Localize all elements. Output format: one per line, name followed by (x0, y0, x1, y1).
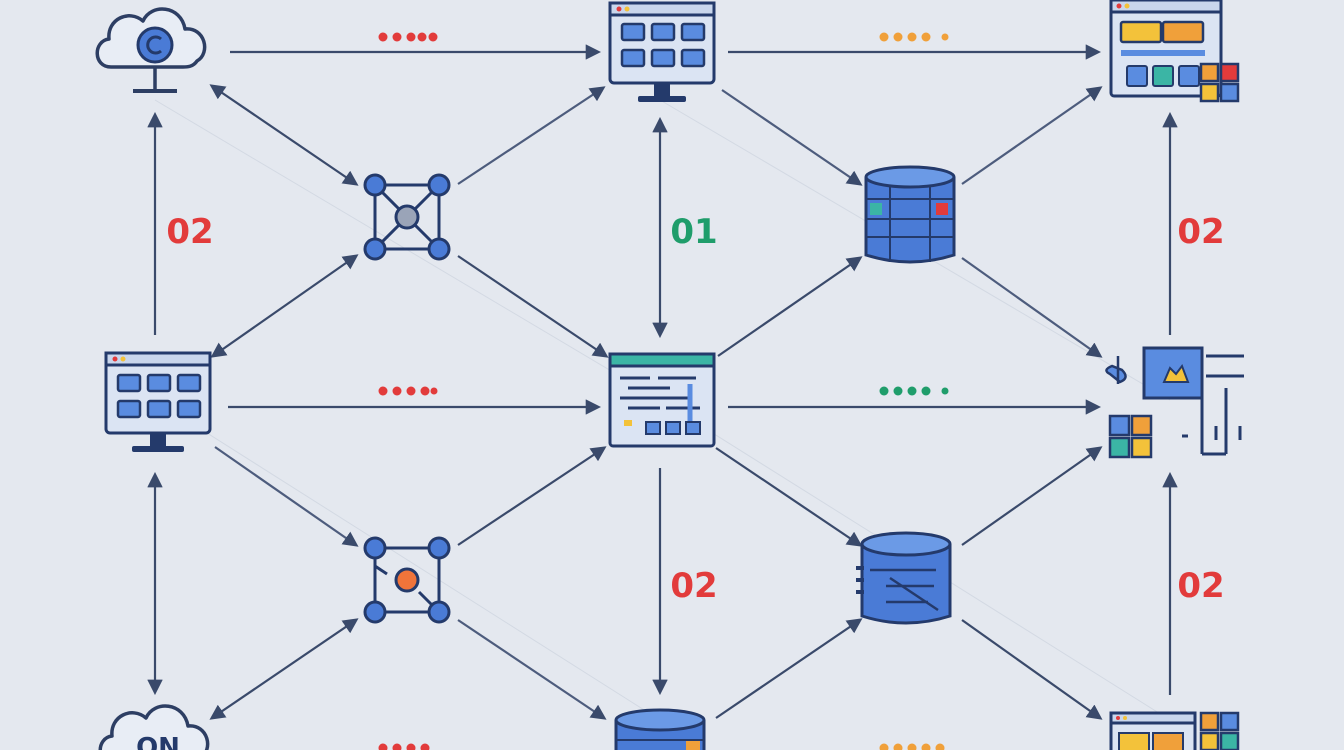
edge-network2-window (457, 446, 607, 546)
database-cylinder-icon (856, 531, 952, 625)
edge-label-right-lower: 02 (1177, 566, 1224, 606)
monitor-grid-icon (608, 1, 716, 102)
edge-network-monitor (457, 86, 606, 185)
edge-window-db2 (715, 447, 863, 547)
database-table-icon (864, 165, 956, 264)
database-table-icon (614, 708, 706, 750)
code-window-icon (608, 352, 716, 448)
cloud-icon: ON (98, 704, 210, 750)
edge-network-window (457, 255, 609, 358)
dot-marker-middle-right (879, 386, 949, 396)
edge-db2-dashboard (961, 619, 1103, 720)
dot-marker-middle-left (378, 386, 438, 396)
edge-window-db (717, 256, 863, 357)
edges (147, 44, 1178, 720)
dashboard-apps-icon (1109, 711, 1240, 750)
edge-monitor-db (721, 89, 863, 186)
edge-db3-db2 (715, 618, 863, 719)
edge-network2-cloud (209, 618, 359, 720)
edge-db-rightdashboard (961, 257, 1103, 358)
edge-cloud-network (209, 84, 359, 186)
edge-network2-db3 (457, 619, 607, 720)
edge-leftmonitor-network (214, 446, 359, 547)
edge-label-left-upper: 02 (166, 212, 213, 252)
edge-db2-rightdashboard (961, 446, 1103, 546)
dot-marker-bottom-left (378, 743, 430, 750)
edge-network-leftmonitor (210, 254, 359, 358)
dot-marker-top-right (879, 32, 949, 42)
edge-label-center-upper: 01 (670, 212, 717, 252)
dot-marker-top-left (378, 32, 438, 42)
edge-label-center-lower: 02 (670, 566, 717, 606)
network-node-icon (363, 536, 451, 624)
dot-marker-bottom-right (879, 743, 945, 750)
dashboard-apps-icon (1109, 0, 1240, 103)
dashboard-controls-icon (1105, 346, 1244, 459)
network-node-icon (363, 173, 451, 261)
cloud-bottom-text: ON (136, 733, 180, 750)
edge-db-dashboard (961, 86, 1103, 185)
cloud-copyright-icon (95, 7, 207, 93)
edge-label-right-upper: 02 (1177, 212, 1224, 252)
monitor-grid-icon (104, 351, 212, 452)
